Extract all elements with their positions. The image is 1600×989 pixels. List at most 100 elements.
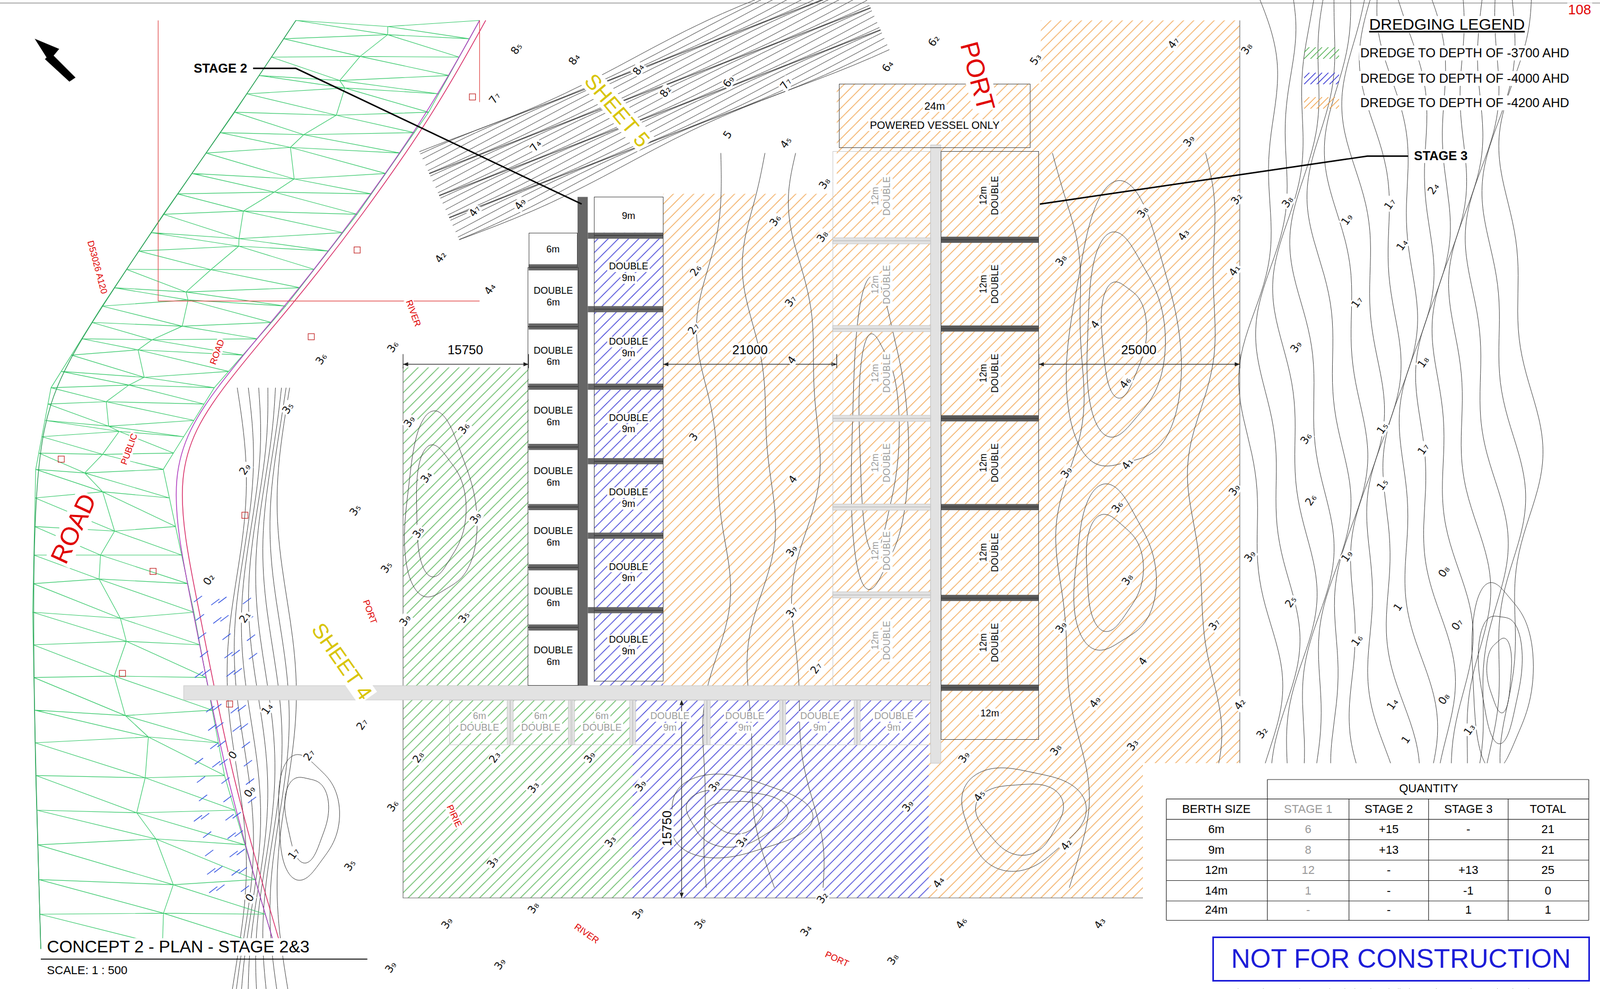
- spot-height: 2₆: [1303, 491, 1320, 509]
- contour-line: [430, 0, 861, 177]
- table-cell: -: [1465, 823, 1472, 836]
- table-cell: 8: [1304, 843, 1313, 856]
- dimension-line: [681, 700, 683, 898]
- berth-label: DOUBLE: [607, 634, 650, 646]
- text-stack: DOUBLE6m: [531, 586, 575, 609]
- text-stack: DOUBLE9m: [723, 711, 767, 734]
- spot-height: 3₉: [491, 955, 509, 973]
- berth-box: DOUBLE9m: [593, 535, 664, 610]
- text-stack: 12mDOUBLE: [870, 174, 894, 217]
- contour-line: [458, 38, 885, 238]
- spot-height: 7₄: [527, 137, 544, 155]
- survey-point: [354, 247, 361, 254]
- survey-point: [308, 333, 315, 340]
- berth-label: 9m: [620, 424, 637, 435]
- table-cell: STAGE 3: [1443, 802, 1494, 816]
- berth-label: DOUBLE: [990, 173, 1001, 217]
- text-stack: 12mDOUBLE: [978, 352, 1002, 395]
- berth-label: DOUBLE: [607, 487, 650, 498]
- berth-label: DOUBLE: [607, 261, 650, 273]
- berth-label: DOUBLE: [990, 531, 1001, 574]
- legend-hatch-sample: [1304, 97, 1340, 109]
- text-stack: 12m: [978, 708, 1001, 720]
- text-stack: DOUBLE6m: [531, 645, 575, 668]
- spot-height: 1₄: [258, 700, 276, 718]
- berth-label: 12m: [978, 451, 990, 474]
- berth-label: DOUBLE: [881, 263, 893, 306]
- spot-height: 4₄: [481, 280, 498, 297]
- contour-line: [1052, 153, 1090, 888]
- table-cell: 1: [1304, 884, 1313, 897]
- berth-box: DOUBLE9m: [593, 610, 664, 683]
- berth-label: 6m: [545, 598, 562, 609]
- berth-label: DOUBLE: [580, 722, 624, 734]
- text-stack: DOUBLE9m: [607, 562, 650, 585]
- text-stack: DOUBLE9m: [607, 336, 650, 360]
- berth-box: DOUBLE9m: [857, 700, 931, 746]
- spot-height: 4₂: [432, 248, 450, 266]
- text-stack: 6m: [544, 244, 562, 256]
- contour-line: [742, 153, 776, 888]
- legend-text: DREDGE TO DEPTH OF -4200 AHD: [1359, 95, 1571, 111]
- dimensions: [403, 354, 1240, 899]
- drawing-title: CONCEPT 2 - PLAN - STAGE 2&3: [46, 938, 311, 957]
- text-stack: 9m: [620, 211, 637, 222]
- text-stack: 12mDOUBLE: [870, 263, 894, 306]
- berth-label: 6m: [545, 417, 562, 428]
- berth-label: 12m: [870, 540, 882, 563]
- berth-label: DOUBLE: [607, 413, 650, 424]
- contour-line: [1486, 637, 1512, 713]
- spot-height: 8₂: [657, 83, 674, 101]
- text-stack: 12mDOUBLE: [978, 621, 1002, 664]
- berth-label: DOUBLE: [990, 441, 1001, 485]
- sheet-reference: SHEET 5: [579, 68, 655, 152]
- text-stack: DOUBLE6m: [531, 526, 575, 549]
- spot-height: 3₉: [438, 914, 456, 932]
- spot-height: 3₆: [1297, 430, 1315, 448]
- berth-label: 12m: [870, 185, 882, 207]
- text-stack: 6mDOUBLE: [519, 711, 563, 734]
- berth-label: DOUBLE: [881, 618, 893, 662]
- table-cell: BERTH SIZE: [1181, 802, 1252, 816]
- spot-height: 2₇: [300, 746, 318, 764]
- berth-label: 12m: [978, 708, 1001, 720]
- spot-height: 1₃: [1461, 721, 1478, 739]
- spot-height: 1₈: [1414, 353, 1432, 371]
- survey-point: [469, 93, 476, 101]
- berth-label: 12m: [978, 541, 990, 564]
- table-cell: -: [1385, 864, 1392, 877]
- survey-point: [241, 512, 249, 519]
- berth-box: DOUBLE6m: [527, 627, 579, 686]
- hatch-line: [1304, 72, 1340, 85]
- survey-point: [119, 670, 126, 677]
- table-ground: [1142, 763, 1600, 989]
- text-stack: 12mDOUBLE: [870, 618, 894, 662]
- berth-label: DOUBLE: [648, 711, 692, 722]
- stage3-spine: [930, 144, 941, 764]
- contour-line: [961, 767, 1087, 872]
- legend-row: DREDGE TO DEPTH OF -4200 AHD: [1304, 94, 1571, 112]
- table-cell: 12: [1300, 864, 1316, 877]
- spot-height: 6₉: [720, 73, 737, 91]
- berth-label: DOUBLE: [798, 711, 842, 722]
- berth-box: 6m: [528, 232, 578, 268]
- berth-box: 6mDOUBLE: [510, 700, 572, 746]
- spot-height: 3₄: [797, 922, 815, 940]
- berth-label: 9m: [620, 211, 637, 222]
- spot-height: 3₆: [312, 350, 330, 368]
- legend-text: DREDGE TO DEPTH OF -3700 AHD: [1359, 45, 1571, 61]
- legend-row: DREDGE TO DEPTH OF -4000 AHD: [1304, 70, 1571, 87]
- contour-line: [427, 0, 855, 171]
- legend-title: DREDGING LEGEND: [1368, 15, 1526, 33]
- berth-label: 6m: [545, 537, 562, 549]
- berth-label: 9m: [620, 273, 637, 284]
- contour-line: [278, 754, 340, 881]
- spot-height: 5: [720, 127, 735, 142]
- text-stack: 12mDOUBLE: [870, 529, 894, 573]
- table-cell: 0: [1543, 884, 1553, 897]
- contour-line: [416, 444, 467, 577]
- berth-label: 6m: [545, 297, 562, 309]
- berth-label: DOUBLE: [531, 645, 575, 657]
